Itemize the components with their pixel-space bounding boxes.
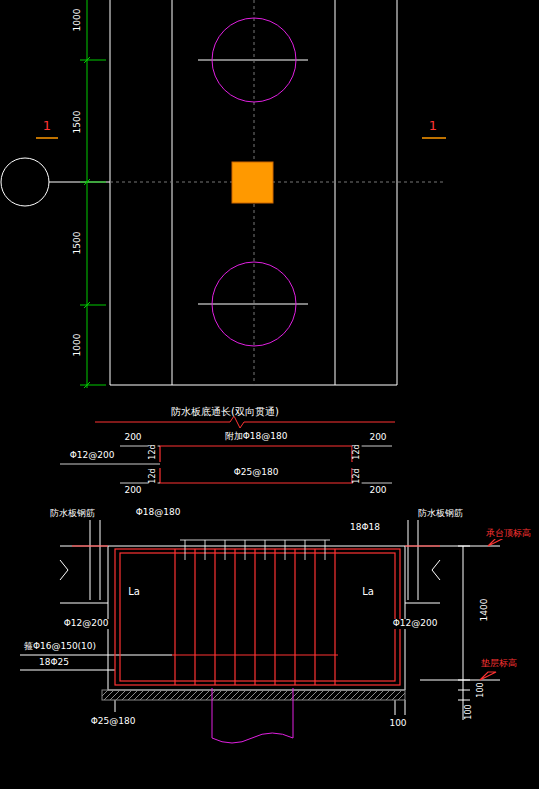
- annotation-text: Φ12@200: [392, 619, 439, 629]
- annotation-text: 垫层标高: [480, 659, 518, 669]
- annotation-text: Φ18@180: [135, 508, 182, 518]
- annotation-text: 1: [428, 119, 438, 133]
- annotation-text: 200: [123, 433, 142, 443]
- annotation-text: Φ12@200: [63, 619, 110, 629]
- annotation-text: La: [127, 586, 141, 597]
- annotation-text: 100: [388, 719, 407, 729]
- dimension-text: 1000: [73, 333, 83, 358]
- annotation-text: Φ12@200: [69, 451, 116, 461]
- dimension-text: 12d: [149, 443, 158, 460]
- annotation-text: Φ25@180: [90, 717, 137, 727]
- annotation-text: 箍Φ16@150(10): [23, 642, 97, 652]
- dimension-text: 100: [477, 681, 486, 698]
- annotation-text: 防水板钢筋: [417, 509, 464, 519]
- dimension-text: 100: [465, 703, 474, 720]
- dimension-text: 12d: [353, 467, 362, 484]
- dimension-text: 12d: [149, 467, 158, 484]
- dimension-text: 12d: [353, 443, 362, 460]
- dimension-text: 1400: [480, 598, 490, 623]
- annotation-text: 200: [368, 486, 387, 496]
- dimension-text: 1000: [73, 8, 83, 33]
- annotation-text: Φ25@180: [233, 468, 280, 478]
- annotation-text: 18Φ25: [38, 658, 70, 668]
- annotation-text: 附加Φ18@180: [224, 432, 289, 442]
- annotation-text: 200: [368, 433, 387, 443]
- annotation-text: 18Φ18: [349, 523, 381, 533]
- annotation-text: 1: [42, 119, 52, 133]
- annotation-text: 承台顶标高: [485, 529, 532, 539]
- annotation-text: 200: [123, 486, 142, 496]
- dimension-text: 1500: [73, 110, 83, 135]
- annotation-text: La: [361, 586, 375, 597]
- dimension-text: 1500: [73, 231, 83, 256]
- annotation-text: 防水板钢筋: [49, 509, 96, 519]
- annotation-text: 防水板底通长(双向贯通): [170, 406, 280, 417]
